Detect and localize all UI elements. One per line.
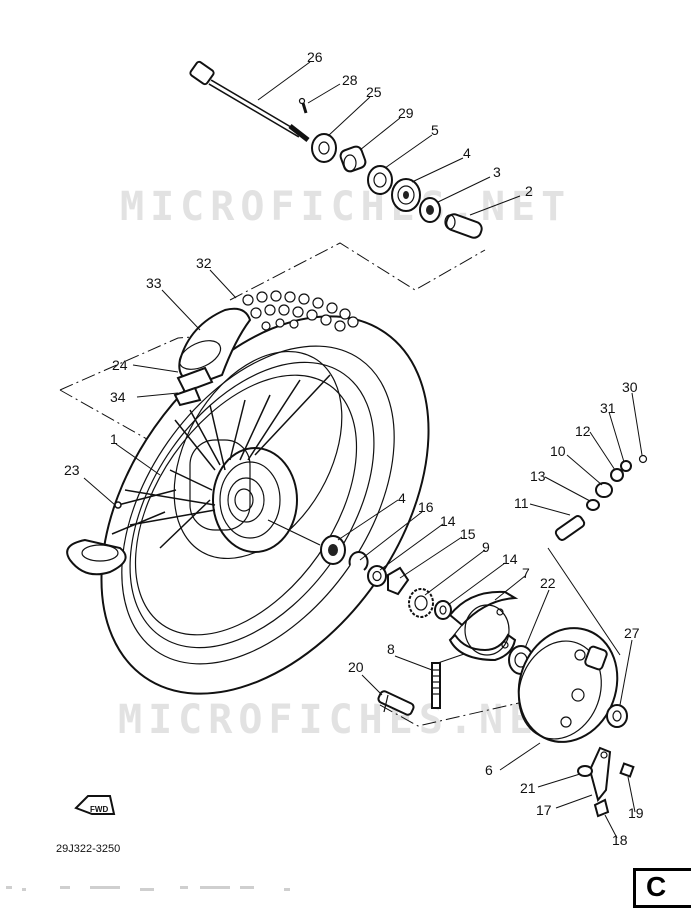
- callout-4-top: 4: [463, 145, 471, 161]
- callout-14-b: 14: [502, 551, 518, 567]
- callout-20: 20: [348, 659, 364, 675]
- callout-28: 28: [342, 72, 358, 88]
- callout-31: 31: [600, 400, 616, 416]
- callout-22: 22: [540, 575, 556, 591]
- callout-32: 32: [196, 255, 212, 271]
- callout-3: 3: [493, 164, 501, 180]
- circlip-part: [348, 551, 369, 571]
- corner-box: C: [633, 868, 691, 908]
- leader-lines: [83, 61, 643, 839]
- callout-12: 12: [575, 423, 591, 439]
- bearing-part: [367, 165, 393, 195]
- seal-part: [311, 133, 337, 163]
- forward-arrow-icon: FWD: [74, 795, 116, 815]
- collar-part: [339, 145, 367, 173]
- spoke-part: [111, 489, 177, 535]
- callout-24: 24: [112, 357, 128, 373]
- callout-11: 11: [514, 495, 529, 511]
- callout-26: 26: [307, 49, 323, 65]
- callout-21: 21: [520, 780, 536, 796]
- callout-numbers: 26 28 25 29 5 4 3 2 32 33 24 34 1 23 30 …: [64, 49, 644, 848]
- spacer-part: [444, 213, 483, 239]
- callout-1: 1: [110, 431, 118, 447]
- watermark-bottom: MICROFICHES.NET: [118, 697, 569, 743]
- callout-19: 19: [628, 805, 644, 821]
- bolt-part: [431, 662, 441, 709]
- callout-14-a: 14: [440, 513, 456, 529]
- brake-panel-part: [517, 627, 619, 743]
- callout-33: 33: [146, 275, 162, 291]
- bearing-right-part: [267, 519, 346, 565]
- callout-25: 25: [366, 84, 382, 100]
- callout-34: 34: [110, 389, 126, 405]
- callout-23: 23: [64, 462, 80, 478]
- axle-part: [189, 60, 310, 142]
- callout-5: 5: [431, 122, 439, 138]
- corner-text: C: [646, 871, 667, 902]
- brake-cam-lever-part: [577, 746, 635, 818]
- callout-7: 7: [522, 565, 530, 581]
- washer-right-part: [367, 565, 387, 587]
- callout-29: 29: [398, 105, 414, 121]
- axle-nut-part: [606, 704, 628, 728]
- wheel-assembly: [66, 290, 430, 695]
- diagram-code: 29J322-3250: [56, 843, 120, 855]
- callout-9: 9: [482, 539, 490, 555]
- bearing-inner-part: [391, 178, 421, 212]
- callout-18: 18: [612, 832, 628, 848]
- callout-10: 10: [550, 443, 566, 459]
- brake-shoe-part: [448, 590, 519, 662]
- cable-adjuster-part: [554, 454, 648, 541]
- cotter-pin-part: [298, 97, 308, 114]
- spokes: [124, 374, 331, 549]
- washer-part: [419, 197, 441, 223]
- callout-15: 15: [460, 526, 476, 542]
- fwd-label: FWD: [90, 805, 108, 814]
- scan-noise: [6, 886, 290, 891]
- callout-13: 13: [530, 468, 546, 484]
- callout-4-right: 4: [398, 490, 406, 506]
- callout-6: 6: [485, 762, 493, 778]
- tread-pattern: [242, 290, 359, 332]
- washer-right-2-part: [434, 600, 452, 620]
- plate-part: [387, 566, 410, 596]
- callout-16: 16: [418, 499, 434, 515]
- callout-27: 27: [624, 625, 640, 641]
- gear-part: [408, 588, 434, 618]
- fitting-part: [377, 690, 415, 716]
- callout-30: 30: [622, 379, 638, 395]
- callout-2: 2: [525, 183, 533, 199]
- watermark-top: MICROFICHES.NET: [120, 184, 571, 230]
- callout-17: 17: [536, 802, 552, 818]
- callout-8: 8: [387, 641, 395, 657]
